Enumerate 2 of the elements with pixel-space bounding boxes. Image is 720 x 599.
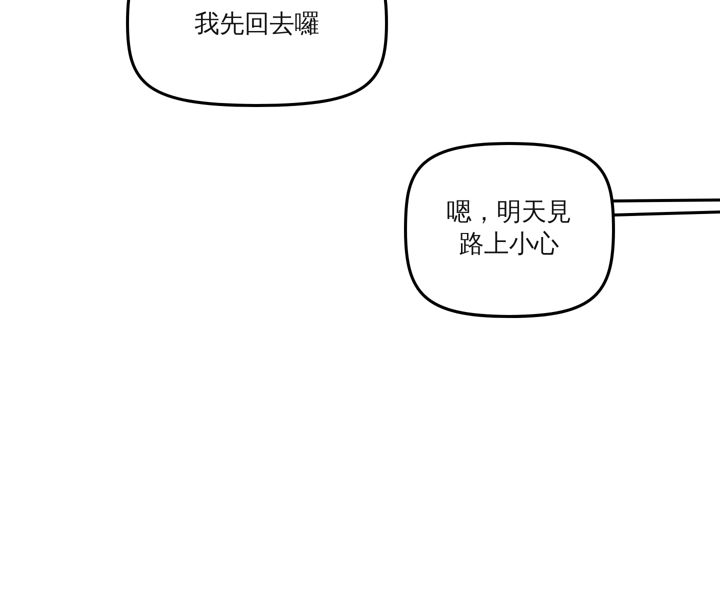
dialogue-text: 嗯，明天見路上小心 — [446, 196, 572, 260]
dialogue-text: 我先回去囉 — [194, 8, 320, 40]
